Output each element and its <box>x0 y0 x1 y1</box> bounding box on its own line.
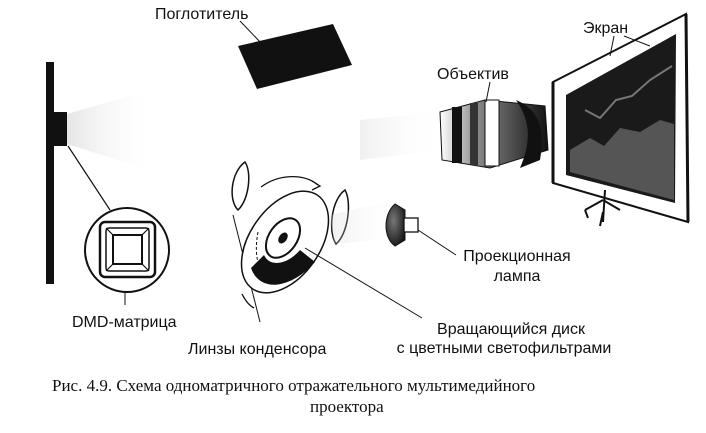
label-disk-line2: с цветными светофильтрами <box>396 340 612 357</box>
dmd-magnified-view <box>84 207 170 293</box>
projection-lamp <box>385 203 457 256</box>
objective-lens <box>439 81 549 169</box>
projection-screen <box>551 12 690 227</box>
label-condenser-lenses: Линзы конденсора <box>188 341 327 358</box>
label-lamp-line2: лампа <box>493 268 541 285</box>
dmd-chip <box>46 62 150 284</box>
label-screen: Экран <box>583 20 629 37</box>
color-wheel <box>240 176 423 319</box>
label-dmd-matrix: DMD-матрица <box>72 314 177 331</box>
figure-caption-line2: проектора <box>310 397 384 416</box>
label-disk-line1: Вращающийся диск <box>437 321 585 338</box>
label-absorber: Поглотитель <box>155 6 249 23</box>
figure-caption-line1: Рис. 4.9. Схема одноматричного отражател… <box>52 376 536 395</box>
label-lamp-line1: Проекционная <box>463 248 571 265</box>
label-objective: Объектив <box>437 66 509 83</box>
absorber-block <box>238 20 352 89</box>
light-beam <box>330 112 440 244</box>
